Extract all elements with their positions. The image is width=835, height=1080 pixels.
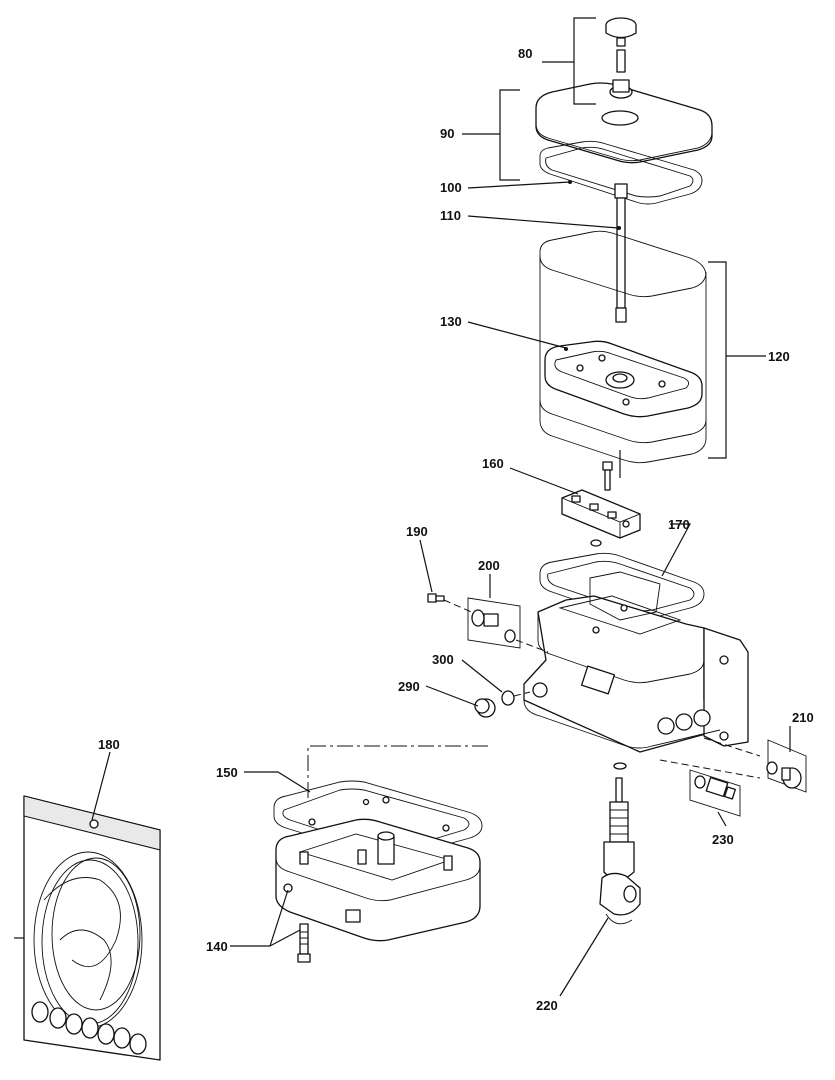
callout-180: 180 [98, 737, 120, 752]
part-200-fitting [467, 597, 549, 653]
callout-170: 170 [668, 517, 690, 532]
part-110-rod [614, 183, 628, 323]
part-290-cap [474, 698, 496, 718]
callout-100: 100 [440, 180, 462, 195]
leader-lines [91, 17, 791, 997]
part-120-housing [539, 230, 707, 464]
part-main-body [523, 571, 749, 753]
callout-labels: 80 90 100 110 120 130 140 150 160 170 18… [98, 46, 814, 1013]
callout-90: 90 [440, 126, 454, 141]
part-130-float-plate [544, 340, 703, 418]
callout-150: 150 [216, 765, 238, 780]
part-80-knob [605, 17, 637, 73]
callout-300: 300 [432, 652, 454, 667]
o-ring-set [31, 1001, 147, 1055]
callout-220: 220 [536, 998, 558, 1013]
part-140-screw [297, 923, 311, 963]
part-230-fitting [689, 769, 741, 817]
part-screw-160 [602, 450, 621, 491]
part-100-gasket [539, 140, 703, 205]
callout-140: 140 [206, 939, 228, 954]
part-90-cover [535, 79, 713, 164]
callout-110: 110 [440, 208, 461, 223]
part-170-gasket [539, 552, 705, 621]
callout-290: 290 [398, 679, 420, 694]
part-190-screw [427, 593, 477, 615]
callout-120: 120 [768, 349, 790, 364]
callout-230: 230 [712, 832, 734, 847]
part-washer [590, 539, 602, 547]
part-300-washer [501, 690, 515, 706]
part-210-fitting [766, 739, 807, 793]
callout-200: 200 [478, 558, 500, 573]
callout-160: 160 [482, 456, 504, 471]
part-180-kit-bag [14, 795, 161, 1061]
part-140-base [275, 818, 481, 942]
callout-210: 210 [792, 710, 814, 725]
callout-80: 80 [518, 46, 532, 61]
part-220-sensor [599, 762, 641, 925]
callout-190: 190 [406, 524, 428, 539]
callout-130: 130 [440, 314, 462, 329]
part-160-terminal-block [561, 489, 641, 539]
part-150-gasket [273, 780, 483, 859]
